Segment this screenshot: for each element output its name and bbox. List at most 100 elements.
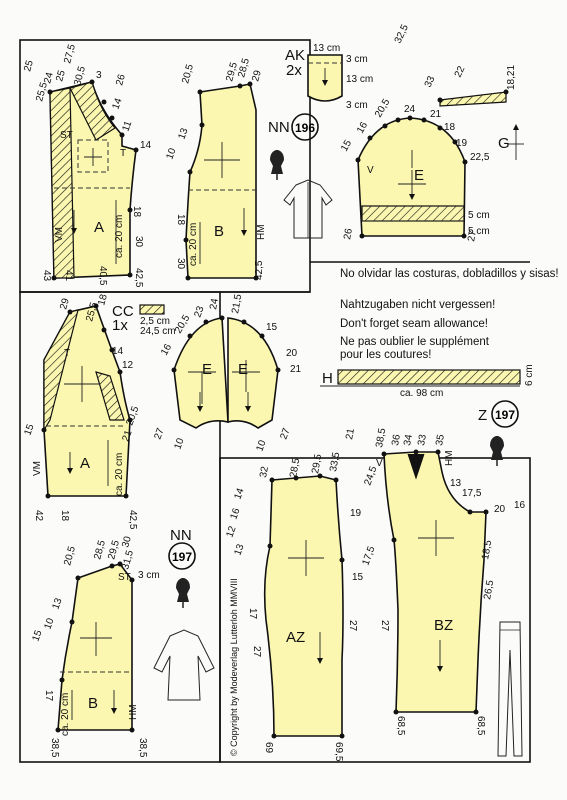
svg-text:18,21: 18,21 [506,65,517,90]
svg-text:27: 27 [278,426,292,441]
svg-text:6 cm: 6 cm [524,364,535,386]
svg-text:26: 26 [342,227,355,240]
svg-text:27: 27 [152,426,166,441]
svg-text:69,5: 69,5 [333,742,344,762]
svg-text:40,5: 40,5 [97,266,108,286]
svg-text:29,5: 29,5 [224,61,240,83]
piece-label-e-top: E [414,167,424,184]
svg-text:T: T [120,148,126,159]
svg-text:30: 30 [133,236,144,248]
model-prefix-nn196: NN [268,119,290,136]
svg-text:10: 10 [164,146,178,161]
svg-text:197: 197 [172,550,192,564]
dress-form-icon [176,578,190,608]
sleeve-e-middle [171,315,281,429]
svg-text:29: 29 [58,297,72,311]
svg-text:13: 13 [176,126,190,141]
svg-text:18,5: 18,5 [480,539,494,561]
svg-text:16: 16 [355,120,370,136]
model-badge-nn196 [291,113,319,141]
svg-text:5 cm: 5 cm [468,226,490,237]
svg-text:3 cm: 3 cm [346,54,368,65]
svg-text:ca. 20 cm: ca. 20 cm [188,223,199,266]
pocket-ak [307,54,343,102]
svg-text:V: V [367,165,374,176]
piece-label-b: B [214,223,224,240]
sleeve-e-top [355,115,468,239]
svg-text:38,5: 38,5 [137,738,148,758]
piece-label-b-bottom: B [88,695,98,712]
svg-text:24,5 cm: 24,5 cm [140,326,176,337]
svg-text:22,5: 22,5 [470,152,490,163]
piece-label-e-middle-1: E [202,361,212,378]
svg-text:26,5: 26,5 [482,579,496,601]
svg-text:27,5: 27,5 [62,43,78,65]
piece-label-e-middle-2: E [238,361,248,378]
svg-text:18: 18 [131,206,142,218]
svg-text:17: 17 [247,608,258,620]
model-prefix-z197: Z [478,407,487,424]
svg-text:ST: ST [60,130,73,141]
piece-label-bz: BZ [434,617,453,634]
svg-text:13 cm: 13 cm [313,43,340,54]
svg-text:ST: ST [118,572,131,583]
svg-text:23: 23 [192,304,206,319]
svg-text:38,5: 38,5 [374,427,388,449]
svg-text:10: 10 [254,438,268,453]
svg-text:27: 27 [379,620,390,632]
svg-text:28,5: 28,5 [288,457,302,479]
svg-text:15: 15 [30,628,44,643]
svg-text:3 cm: 3 cm [346,100,368,111]
piece-b-bottom [55,561,135,733]
svg-text:30: 30 [175,258,186,270]
model-badge-nn197 [168,542,196,570]
svg-text:22: 22 [453,64,468,79]
svg-text:17: 17 [43,690,54,702]
svg-text:31,5: 31,5 [120,549,136,571]
svg-text:43: 43 [41,270,52,282]
svg-text:33: 33 [423,74,438,89]
svg-text:13: 13 [50,596,64,611]
piece-label-a: A [94,219,104,236]
strip-cc [139,304,165,315]
svg-text:12: 12 [224,524,238,539]
svg-text:28,5: 28,5 [92,539,108,561]
svg-text:17,5: 17,5 [462,488,482,499]
svg-text:21: 21 [344,427,357,440]
svg-text:5 cm: 5 cm [468,210,490,221]
svg-text:16: 16 [514,500,526,511]
svg-text:197: 197 [495,408,515,422]
svg-text:21: 21 [290,364,302,375]
svg-text:18: 18 [444,122,456,133]
svg-text:25: 25 [54,69,68,83]
svg-text:18: 18 [175,214,186,226]
piece-g-strip [437,89,509,107]
svg-text:24: 24 [42,71,56,85]
svg-text:32: 32 [258,465,271,478]
svg-text:42,5: 42,5 [127,510,138,530]
svg-text:27: 27 [466,229,479,242]
svg-text:13: 13 [450,478,462,489]
svg-text:34: 34 [402,433,415,446]
svg-text:3: 3 [96,70,102,81]
svg-text:1x: 1x [112,317,128,334]
svg-text:ca. 20 cm: ca. 20 cm [114,215,125,258]
piece-a-middle [41,303,133,499]
note-english: Don't forget seam allowance! [340,318,488,330]
frame-bottom-right [219,457,531,763]
strip-h [337,369,521,385]
svg-text:69: 69 [263,742,274,754]
svg-text:T: T [64,348,70,359]
svg-text:196: 196 [295,121,315,135]
svg-text:33,5: 33,5 [328,451,342,473]
svg-text:27: 27 [251,646,262,658]
piece-b-top [183,81,259,281]
svg-text:VM: VM [54,227,65,242]
svg-text:15: 15 [266,322,278,333]
svg-text:42,5: 42,5 [254,260,265,280]
svg-text:19: 19 [456,138,468,149]
dress-form-icon [490,436,504,466]
piece-label-az: AZ [286,629,305,646]
piece-a-top [47,79,139,281]
